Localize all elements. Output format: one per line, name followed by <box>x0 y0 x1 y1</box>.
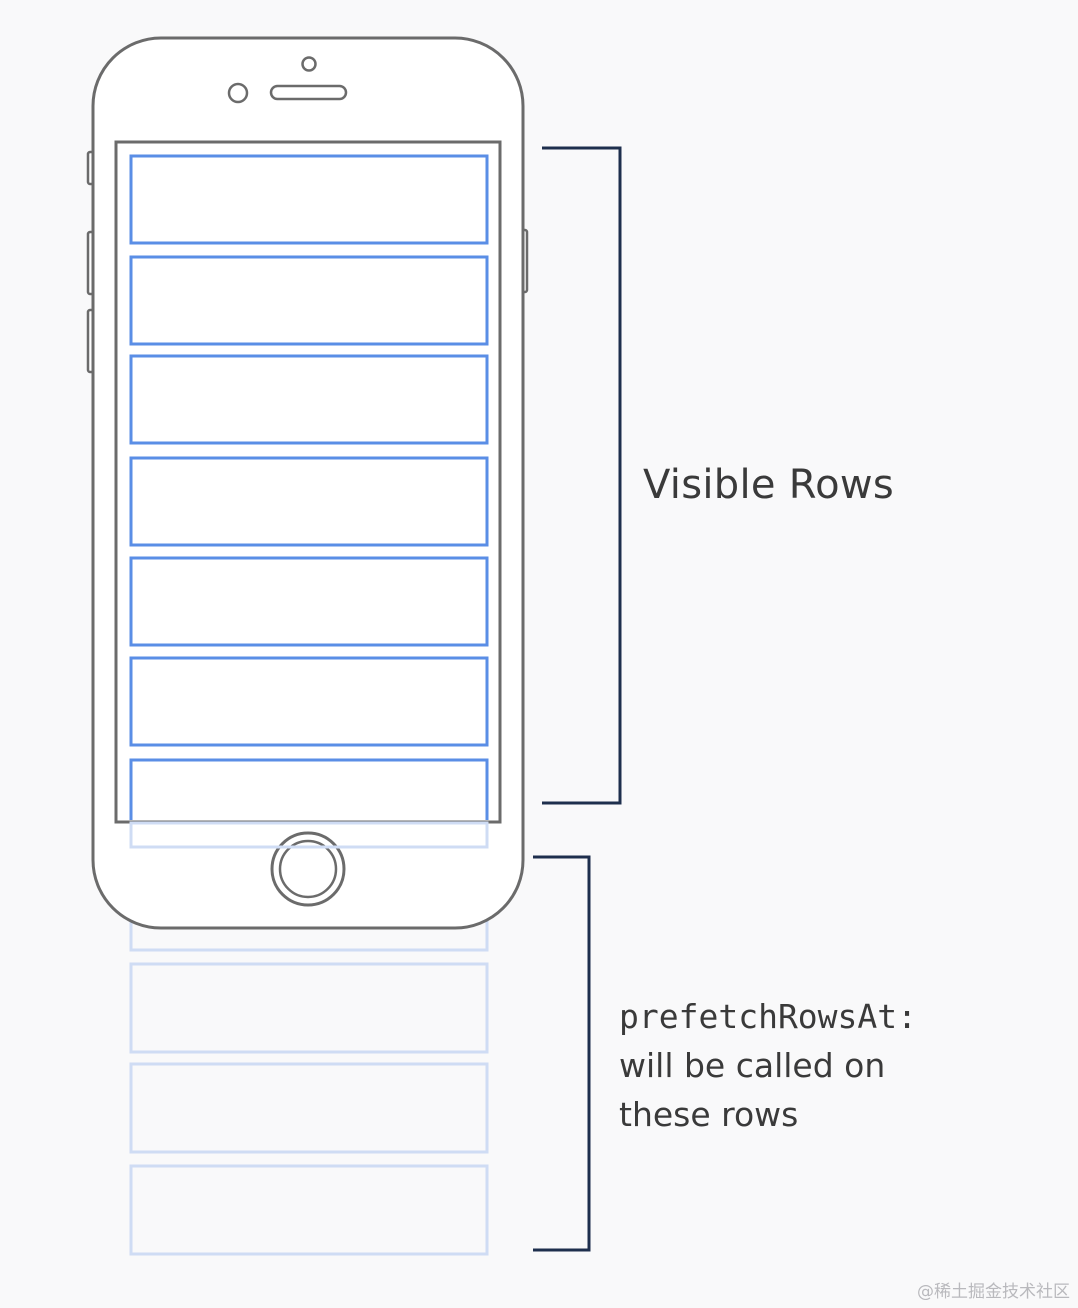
prefetch-label: prefetchRowsAt: will be called on these … <box>619 992 917 1139</box>
front-camera-icon <box>301 56 317 72</box>
prefetch-row <box>129 1062 489 1154</box>
prefetch-description-line: will be called on <box>619 1046 886 1085</box>
visible-rows-label: Visible Rows <box>643 462 895 508</box>
visible-rows <box>129 154 489 820</box>
visible-row-partial <box>129 758 489 820</box>
visible-row <box>129 154 489 245</box>
prefetch-description-line: these rows <box>619 1095 799 1134</box>
sensor-icon <box>227 82 249 104</box>
prefetch-row <box>129 962 489 1054</box>
visible-row <box>129 656 489 747</box>
watermark: @稀土掘金技术社区 <box>917 1282 1070 1302</box>
visible-row <box>129 456 489 547</box>
visible-row <box>129 354 489 445</box>
prefetch-row <box>129 1164 489 1256</box>
home-button-icon <box>270 831 346 907</box>
speaker-icon <box>269 84 348 101</box>
visible-rows-bracket <box>542 146 622 805</box>
prefetch-rows-bracket <box>533 855 591 1252</box>
phone-screen <box>114 140 502 824</box>
visible-row <box>129 255 489 346</box>
visible-row <box>129 556 489 647</box>
prefetch-method-name: prefetchRowsAt: <box>619 997 918 1036</box>
prefetch-row-edge <box>129 821 489 849</box>
home-button-inner-icon <box>278 839 338 899</box>
